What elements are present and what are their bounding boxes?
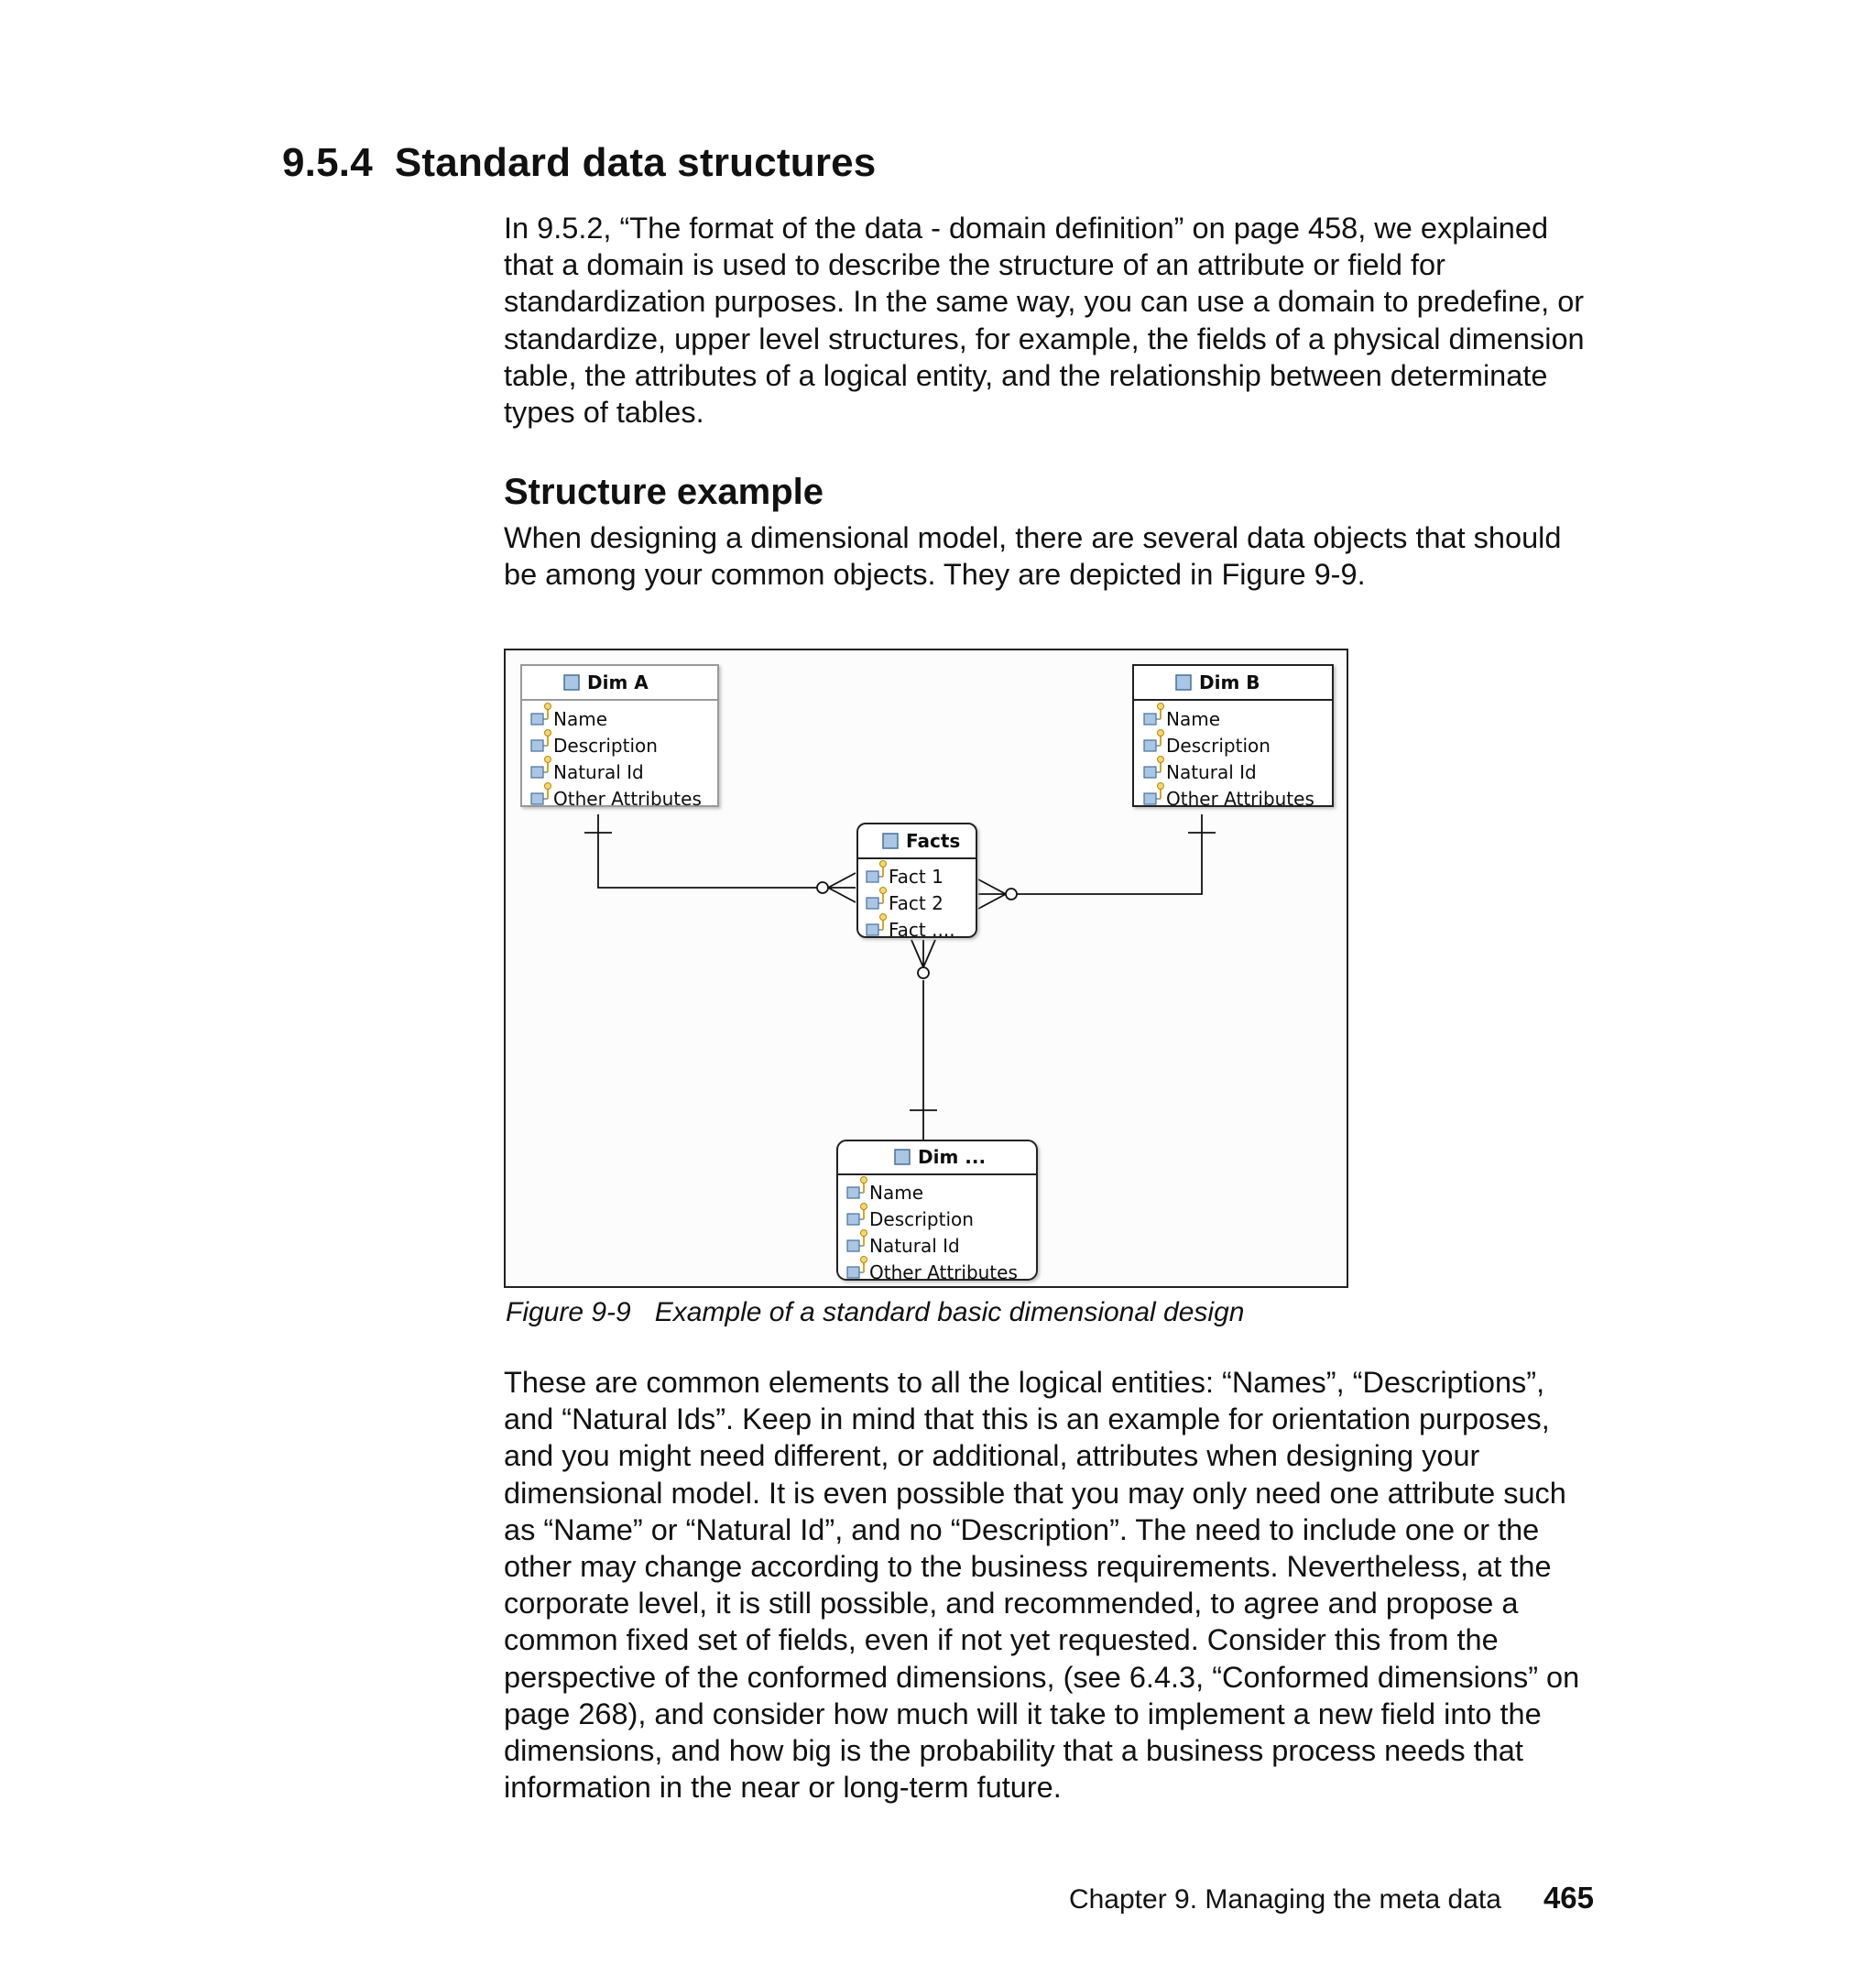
closing-paragraph: These are common elements to all the log… [504, 1366, 1580, 1805]
key-attribute-icon [846, 1239, 860, 1252]
er-diagram: Dim A Name Description [520, 664, 1334, 1283]
figure-caption-text: Example of a standard basic dimensional … [654, 1297, 1245, 1327]
key-attribute-icon [1143, 792, 1157, 805]
subsection-heading: Structure example [504, 472, 824, 512]
figure-frame: Dim A Name Description [504, 649, 1348, 1288]
attribute-label: Fact 1 [889, 866, 943, 888]
attribute-label: Natural Id [869, 1235, 960, 1257]
entity-dim-a[interactable]: Dim A Name Description [520, 664, 719, 810]
table-entity-icon [882, 833, 899, 849]
attribute-row: Natural Id [846, 1229, 960, 1257]
attribute-label: Description [1166, 735, 1271, 757]
key-attribute-icon [530, 739, 544, 752]
key-attribute-icon [846, 1266, 860, 1279]
entity-title: Dim A [587, 671, 649, 693]
section-heading: 9.5.4 Standard data structures [282, 140, 876, 186]
attribute-label: Description [553, 735, 658, 757]
key-attribute-icon [1143, 739, 1157, 752]
attribute-label: Name [553, 708, 607, 730]
zero-marker [816, 881, 829, 894]
key-attribute-icon [530, 713, 544, 726]
entity-dim-n[interactable]: Dim ... Name Description [836, 1140, 1038, 1283]
page-footer: Chapter 9. Managing the meta data 465 [1008, 1881, 1594, 1915]
attribute-label: Other Attributes [553, 788, 702, 810]
entity-title: Dim B [1199, 671, 1260, 693]
relationship-connectors [584, 814, 1216, 1143]
key-attribute-icon [530, 766, 544, 779]
relationship-dim-a-facts [584, 814, 856, 903]
key-attribute-icon [866, 897, 879, 910]
crowfoot-marker [827, 872, 856, 903]
attribute-row: Natural Id [1143, 756, 1257, 783]
entity-facts[interactable]: Facts Fact 1 Fact 2 [856, 823, 977, 941]
page-number: 465 [1543, 1881, 1594, 1915]
section-number: 9.5.4 [282, 140, 373, 185]
key-attribute-icon [1143, 713, 1157, 726]
attribute-label: Fact 2 [889, 892, 943, 914]
attribute-row: Name [846, 1176, 923, 1204]
zero-marker [1005, 888, 1018, 900]
attribute-label: Natural Id [1166, 761, 1257, 783]
table-entity-icon [1175, 674, 1192, 691]
intro-paragraph: In 9.5.2, “The format of the data - doma… [504, 212, 1585, 430]
attribute-row: Name [530, 703, 607, 730]
key-attribute-icon [846, 1213, 860, 1226]
zero-marker [917, 966, 930, 979]
attribute-row: Description [846, 1203, 974, 1230]
subsection-paragraph: When designing a dimensional model, ther… [504, 521, 1562, 592]
key-attribute-icon [866, 870, 879, 883]
attribute-label: Description [869, 1208, 974, 1230]
attribute-row: Fact .... [866, 913, 955, 941]
attribute-row: Description [530, 729, 658, 757]
attribute-label: Other Attributes [1166, 788, 1314, 810]
relationship-dim-n-facts [910, 939, 937, 1143]
entity-dim-b[interactable]: Dim B Name Description [1132, 664, 1334, 810]
attribute-label: Name [869, 1182, 923, 1204]
attribute-label: Natural Id [553, 761, 644, 783]
entity-title: Dim ... [918, 1146, 986, 1168]
attribute-row: Other Attributes [530, 782, 702, 810]
key-attribute-icon [530, 792, 544, 805]
attribute-row: Other Attributes [846, 1256, 1018, 1283]
section-title: Standard data structures [394, 140, 877, 185]
attribute-row: Name [1143, 703, 1220, 730]
attribute-label: Name [1166, 708, 1220, 730]
crowfoot-marker [911, 939, 936, 968]
figure-label: Figure 9-9 [506, 1297, 631, 1327]
attribute-row: Natural Id [530, 756, 644, 783]
attribute-row: Fact 1 [866, 860, 943, 888]
attribute-row: Other Attributes [1143, 782, 1314, 810]
attribute-label: Other Attributes [869, 1261, 1018, 1283]
attribute-row: Fact 2 [866, 887, 943, 914]
figure-caption: Figure 9-9 Example of a standard basic di… [506, 1297, 1244, 1328]
relationship-dim-b-facts [977, 814, 1216, 910]
attribute-label: Fact .... [889, 919, 955, 941]
attribute-row: Description [1143, 729, 1271, 757]
key-attribute-icon [866, 923, 879, 936]
table-entity-icon [563, 674, 580, 691]
entity-title: Facts [906, 830, 960, 852]
key-attribute-icon [846, 1186, 860, 1199]
key-attribute-icon [1143, 766, 1157, 779]
table-entity-icon [894, 1149, 911, 1165]
footer-chapter: Chapter 9. Managing the meta data [1068, 1884, 1501, 1915]
crowfoot-marker [977, 878, 1007, 910]
